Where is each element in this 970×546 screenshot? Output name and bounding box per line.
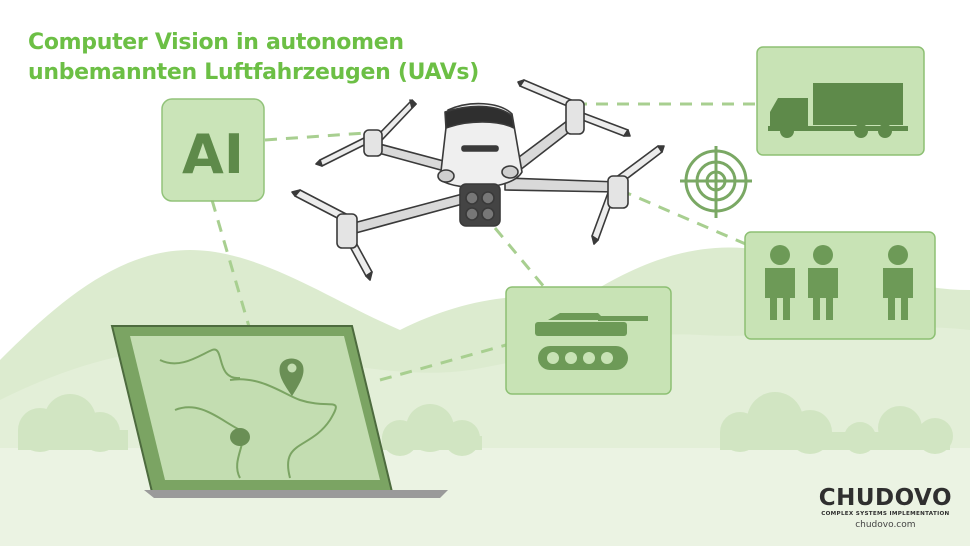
logo-tagline: COMPLEX SYSTEMS IMPLEMENTATION	[821, 511, 950, 517]
laptop-icon	[110, 325, 448, 498]
drone-icon	[291, 79, 665, 281]
map-pin-icon	[279, 358, 304, 396]
laptop-base	[144, 490, 448, 498]
laptop-screen	[130, 336, 380, 480]
title-line-2: unbemannten Luftfahrzeugen (UAVs)	[28, 60, 479, 85]
logo-website-link[interactable]: chudovo.com	[855, 520, 916, 530]
people-card	[744, 231, 936, 340]
crosshair-target-icon	[680, 146, 752, 218]
chudovo-logo[interactable]: CHUDOVO COMPLEX SYSTEMS IMPLEMENTATION c…	[819, 486, 952, 532]
logo-wordmark: CHUDOVO	[818, 485, 952, 511]
page-title: Computer Vision in autonomen unbemannten…	[28, 28, 479, 88]
map-location-dot	[230, 428, 250, 446]
tank-icon	[535, 313, 648, 370]
tank-card	[505, 286, 672, 395]
truck-card	[756, 46, 925, 156]
truck-icon	[768, 83, 908, 138]
people-icon	[765, 245, 913, 320]
ai-text-icon: AI	[182, 123, 244, 186]
connection-lines	[210, 102, 757, 382]
ai-card: AI	[161, 98, 265, 202]
title-line-1: Computer Vision in autonomen	[28, 30, 404, 55]
